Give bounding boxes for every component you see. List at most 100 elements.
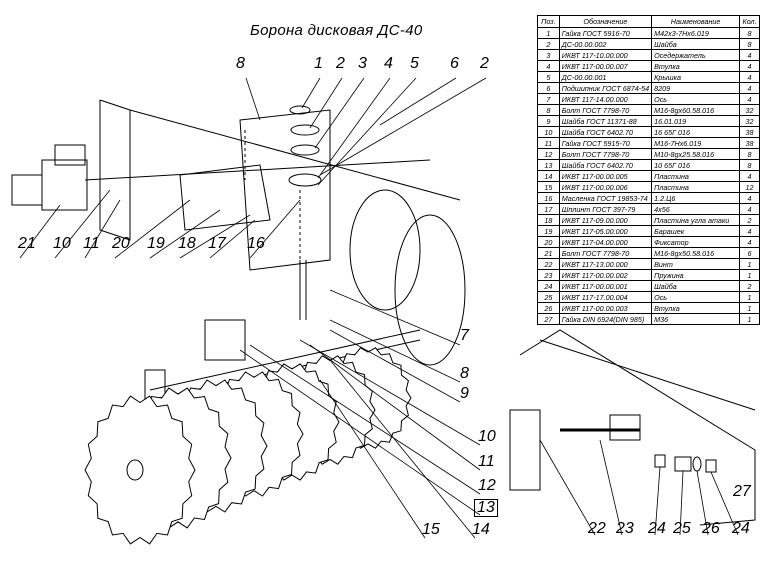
cell-qty: 4 [739,236,760,248]
callout-4: 4 [384,55,393,72]
cell-designation: ИКВТ 117-00.00.002 [558,269,653,281]
cell-pos: 14 [537,170,560,182]
cell-designation: Болт ГОСТ 7798-70 [558,148,653,160]
cell-qty: 4 [739,93,760,105]
cell-designation: ИКВТ 117-00.00.007 [558,60,653,72]
callout-23: 23 [616,520,634,537]
cell-qty: 4 [739,225,760,237]
disc [84,395,196,545]
cell-pos: 22 [537,258,560,270]
cell-name: 4х56 [651,203,741,215]
cell-name: Пластина угла атаки [651,214,741,226]
cell-designation: Гайка ГОСТ 5916-70 [558,27,653,39]
callout-22: 22 [588,520,606,537]
cell-qty: 4 [739,71,760,83]
cell-name: 16.01.019 [651,115,741,127]
cell-name: Крышка [651,71,741,83]
cell-name: М42х3-7Нх6.019 [651,27,741,39]
cell-qty: 38 [739,137,760,149]
cell-pos: 23 [537,269,560,281]
cell-designation: Гайка ГОСТ 5915-70 [558,137,653,149]
header-pos: Поз. [537,15,560,28]
inset-view [509,329,756,526]
callout-7: 7 [460,327,469,344]
cell-designation: Масленка ГОСТ 19853-74 [558,192,653,204]
cell-qty: 2 [739,214,760,226]
callout-11r: 11 [478,453,495,470]
cell-pos: 24 [537,280,560,292]
cell-name: М16-8gх50.58.016 [651,247,741,259]
cell-designation: Шайба ГОСТ 6402.70 [558,159,653,171]
cell-pos: 27 [537,313,560,325]
cell-pos: 6 [537,82,560,94]
cell-designation: ИКВТ 117-14.00.000 [558,93,653,105]
disc-hub [126,459,144,481]
callout-11: 11 [83,235,100,252]
cell-name: М16-7Нх6.019 [651,137,741,149]
cell-qty: 1 [739,269,760,281]
cell-designation: ИКВТ 117-00.00.006 [558,181,653,193]
cell-designation: ИКВТ 117-04.00.000 [558,236,653,248]
cell-name: Шайба [651,280,741,292]
callout-5: 5 [410,55,419,72]
cell-qty: 2 [739,280,760,292]
cell-name: 16 65Г 016 [651,126,741,138]
disc-gang [84,347,412,545]
cell-designation: ИКВТ 117-10.00.000 [558,49,653,61]
cell-qty: 8 [739,38,760,50]
cell-pos: 19 [537,225,560,237]
cell-qty: 32 [739,104,760,116]
cell-designation: ИКВТ 117-00.00.003 [558,302,653,314]
header-qty: Кол. [739,15,760,28]
callout-27: 27 [733,483,751,500]
callout-15: 15 [422,521,440,538]
cell-pos: 1 [537,27,560,39]
cell-pos: 15 [537,181,560,193]
callout-24b: 24 [732,520,750,537]
cell-name: М10-8gх25.58.016 [651,148,741,160]
cell-qty: 8 [739,148,760,160]
callout-21: 21 [18,235,36,252]
cell-designation: Болт ГОСТ 7798-70 [558,104,653,116]
cell-qty: 4 [739,49,760,61]
callout-16: 16 [247,235,265,252]
cell-qty: 6 [739,247,760,259]
callout-1: 1 [314,55,323,72]
cell-designation: ИКВТ 117-09.00.000 [558,214,653,226]
cell-pos: 5 [537,71,560,83]
cell-pos: 9 [537,115,560,127]
cell-qty: 8 [739,159,760,171]
cell-qty: 1 [739,302,760,314]
cell-name: Втулка [651,60,741,72]
header-designation: Обозначение [558,15,653,28]
cell-pos: 2 [537,38,560,50]
bearing-stack [244,105,322,320]
callout-10r: 10 [478,428,496,445]
cell-designation: Подшипник ГОСТ 6874-54 [558,82,653,94]
cell-name: М36 [651,313,741,325]
cell-designation: ДС-00.00.002 [558,38,653,50]
callout-8: 8 [236,55,245,72]
callout-3: 3 [358,55,367,72]
cell-qty: 4 [739,170,760,182]
cell-designation: ДС-00.00.001 [558,71,653,83]
callout-2: 2 [336,55,345,72]
cell-name: Фиксатор [651,236,741,248]
